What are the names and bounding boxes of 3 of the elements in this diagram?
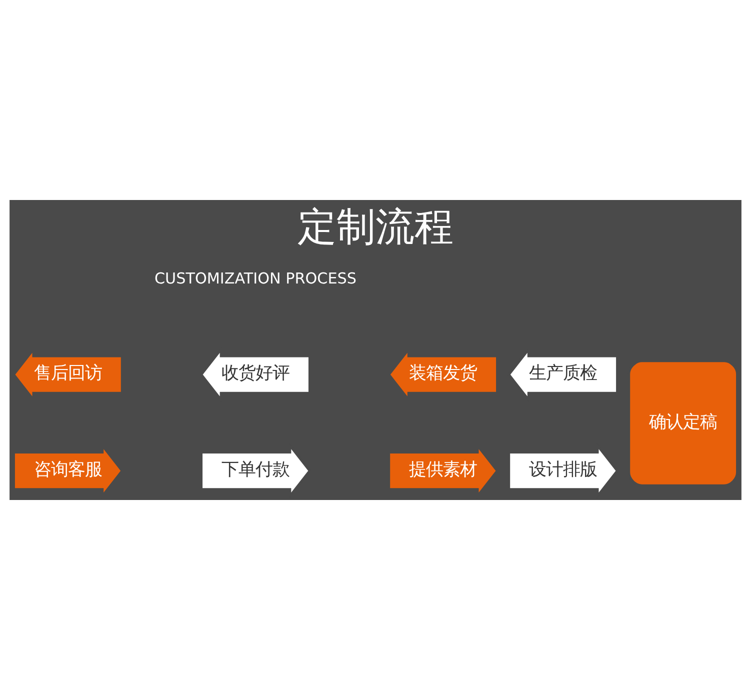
label: CUSTOMIZATION PROCESS (154, 269, 356, 288)
diagram-title: 定制流程 (297, 204, 453, 250)
node-box: 确认定稿 (627, 360, 738, 486)
